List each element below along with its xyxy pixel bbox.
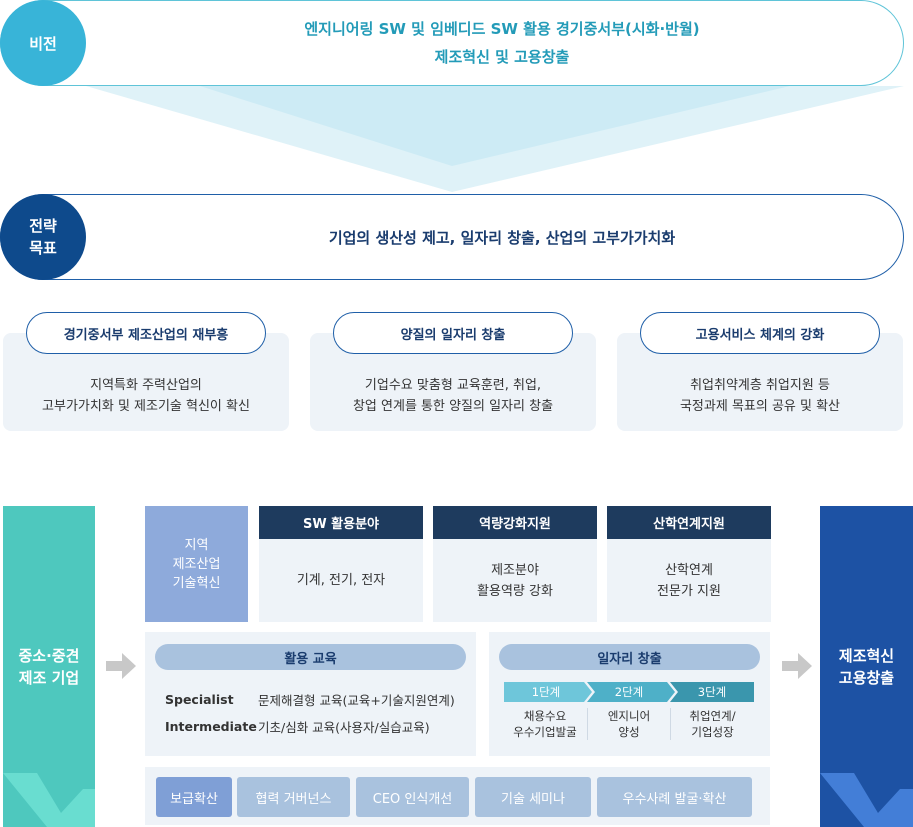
step-desc-line: 엔지니어 — [607, 709, 651, 723]
goal-title-3: 고용서비스 체계의 강화 — [640, 312, 880, 354]
category-line: 산학연계 — [665, 562, 713, 578]
region-line-2: 제조산업 — [172, 556, 221, 572]
job-creation-box: 일자리 창출 1단계 2단계 3단계 채용수요 우수기업발굴 엔지니어 양성 취… — [489, 632, 770, 756]
category-body: 제조분야 활용역량 강화 — [433, 539, 597, 622]
step-desc-2: 엔지니어 양성 — [588, 706, 670, 742]
region-line-1: 지역 — [184, 537, 209, 553]
category-head: SW 활용분야 — [259, 506, 423, 539]
category-line: 전문가 지원 — [657, 583, 721, 599]
activity-item-2: 협력 거버넌스 — [237, 777, 350, 817]
vision-badge-label: 비전 — [29, 34, 57, 53]
category-head: 산학연계지원 — [607, 506, 771, 539]
step-label-1: 1단계 — [531, 685, 561, 699]
education-box: 활용 교육 Specialist 문제해결형 교육(교육+기술지원연계) Int… — [145, 632, 476, 756]
education-row: Specialist 문제해결형 교육(교육+기술지원연계) — [165, 689, 455, 709]
goal-1-line-1: 지역특화 주력산업의 — [90, 378, 202, 393]
right-col-line-2: 고용창출 — [838, 668, 895, 687]
category-line: 제조분야 — [491, 562, 539, 578]
step-divider — [670, 708, 671, 740]
category-sw-fields: SW 활용분야 기계, 전기, 전자 — [259, 506, 423, 622]
step-desc-line: 양성 — [618, 725, 640, 739]
education-title: 활용 교육 — [155, 644, 466, 670]
strategy-badge: 전략 목표 — [0, 194, 86, 280]
left-col-line-2: 제조 기업 — [18, 668, 80, 687]
category-industry-academia: 산학연계지원 산학연계 전문가 지원 — [607, 506, 771, 622]
activity-bar: 보급확산 협력 거버넌스 CEO 인식개선 기술 세미나 우수사례 발굴·확산 — [145, 767, 770, 825]
sme-manufacturers-column: 중소·중견 제조 기업 — [3, 506, 95, 827]
strategy-badge-line-2: 목표 — [29, 239, 57, 257]
left-col-line-1: 중소·중견 — [18, 646, 80, 665]
step-desc-line: 기업성장 — [691, 725, 734, 739]
chevron-decoration-icon — [820, 773, 913, 827]
category-body: 기계, 전기, 전자 — [259, 539, 423, 622]
outcome-column: 제조혁신 고용창출 — [820, 506, 913, 827]
goal-3-line-1: 취업취약계층 취업지원 등 — [690, 378, 830, 393]
goal-3-line-2: 국정과제 목표의 공유 및 확산 — [679, 399, 841, 414]
chevron-decoration-icon — [3, 773, 95, 827]
activity-item-1: 보급확산 — [156, 777, 232, 817]
job-creation-title: 일자리 창출 — [499, 644, 760, 670]
vision-statement: 엔지니어링 SW 및 임베디드 SW 활용 경기중서부(시화·반월) 제조혁신 … — [100, 0, 904, 86]
education-desc: 문제해결형 교육(교육+기술지원연계) — [258, 692, 455, 708]
strategy-statement: 기업의 생산성 제고, 일자리 창출, 산업의 고부가가치화 — [328, 228, 676, 247]
education-level: Specialist — [165, 691, 234, 707]
vision-line-1: 엔지니어링 SW 및 임베디드 SW 활용 경기중서부(시화·반월) — [304, 20, 700, 38]
goal-1-line-2: 고부가가치화 및 제조기술 혁신이 확신 — [42, 399, 250, 414]
step-divider — [587, 708, 588, 740]
regional-tech-innovation-box: 지역 제조산업 기술혁신 — [145, 506, 248, 622]
education-level: Intermediate — [165, 718, 257, 734]
category-body: 산학연계 전문가 지원 — [607, 539, 771, 622]
step-arrows — [504, 682, 754, 702]
vision-line-2: 제조혁신 및 고용창출 — [434, 48, 570, 66]
step-desc-1: 채용수요 우수기업발굴 — [504, 706, 586, 742]
category-line: 기계, 전기, 전자 — [296, 573, 386, 588]
vision-frame — [0, 0, 904, 86]
activity-item-3: CEO 인식개선 — [356, 777, 469, 817]
step-desc-line: 우수기업발굴 — [513, 725, 577, 739]
arrow-right-icon — [106, 653, 136, 679]
step-desc-line: 취업연계/ — [689, 709, 736, 723]
right-col-line-1: 제조혁신 — [838, 646, 895, 665]
vision-badge: 비전 — [0, 0, 86, 86]
strategy-badge-line-1: 전략 — [29, 217, 57, 235]
category-line: 활용역량 강화 — [477, 583, 553, 599]
goal-title-1: 경기중서부 제조산업의 재부흥 — [26, 312, 266, 354]
region-line-3: 기술혁신 — [172, 575, 221, 591]
arrow-right-icon — [782, 653, 812, 679]
step-desc-line: 채용수요 — [523, 709, 567, 723]
activity-item-4: 기술 세미나 — [475, 777, 591, 817]
funnel-arrow — [86, 86, 904, 192]
activity-item-5: 우수사례 발굴·확산 — [597, 777, 752, 817]
goal-2-line-1: 기업수요 맞춤형 교육훈련, 취업, — [364, 378, 542, 393]
education-desc: 기초/심화 교육(사용자/실습교육) — [258, 719, 430, 735]
education-row: Intermediate 기초/심화 교육(사용자/실습교육) — [165, 716, 430, 736]
step-label-3: 3단계 — [697, 685, 727, 699]
step-label-2: 2단계 — [614, 685, 644, 699]
goal-2-line-2: 창업 연계를 통한 양질의 일자리 창출 — [352, 399, 554, 414]
category-capacity-support: 역량강화지원 제조분야 활용역량 강화 — [433, 506, 597, 622]
category-head: 역량강화지원 — [433, 506, 597, 539]
strategy-frame — [0, 194, 904, 280]
step-desc-3: 취업연계/ 기업성장 — [671, 706, 754, 742]
goal-title-2: 양질의 일자리 창출 — [333, 312, 573, 354]
